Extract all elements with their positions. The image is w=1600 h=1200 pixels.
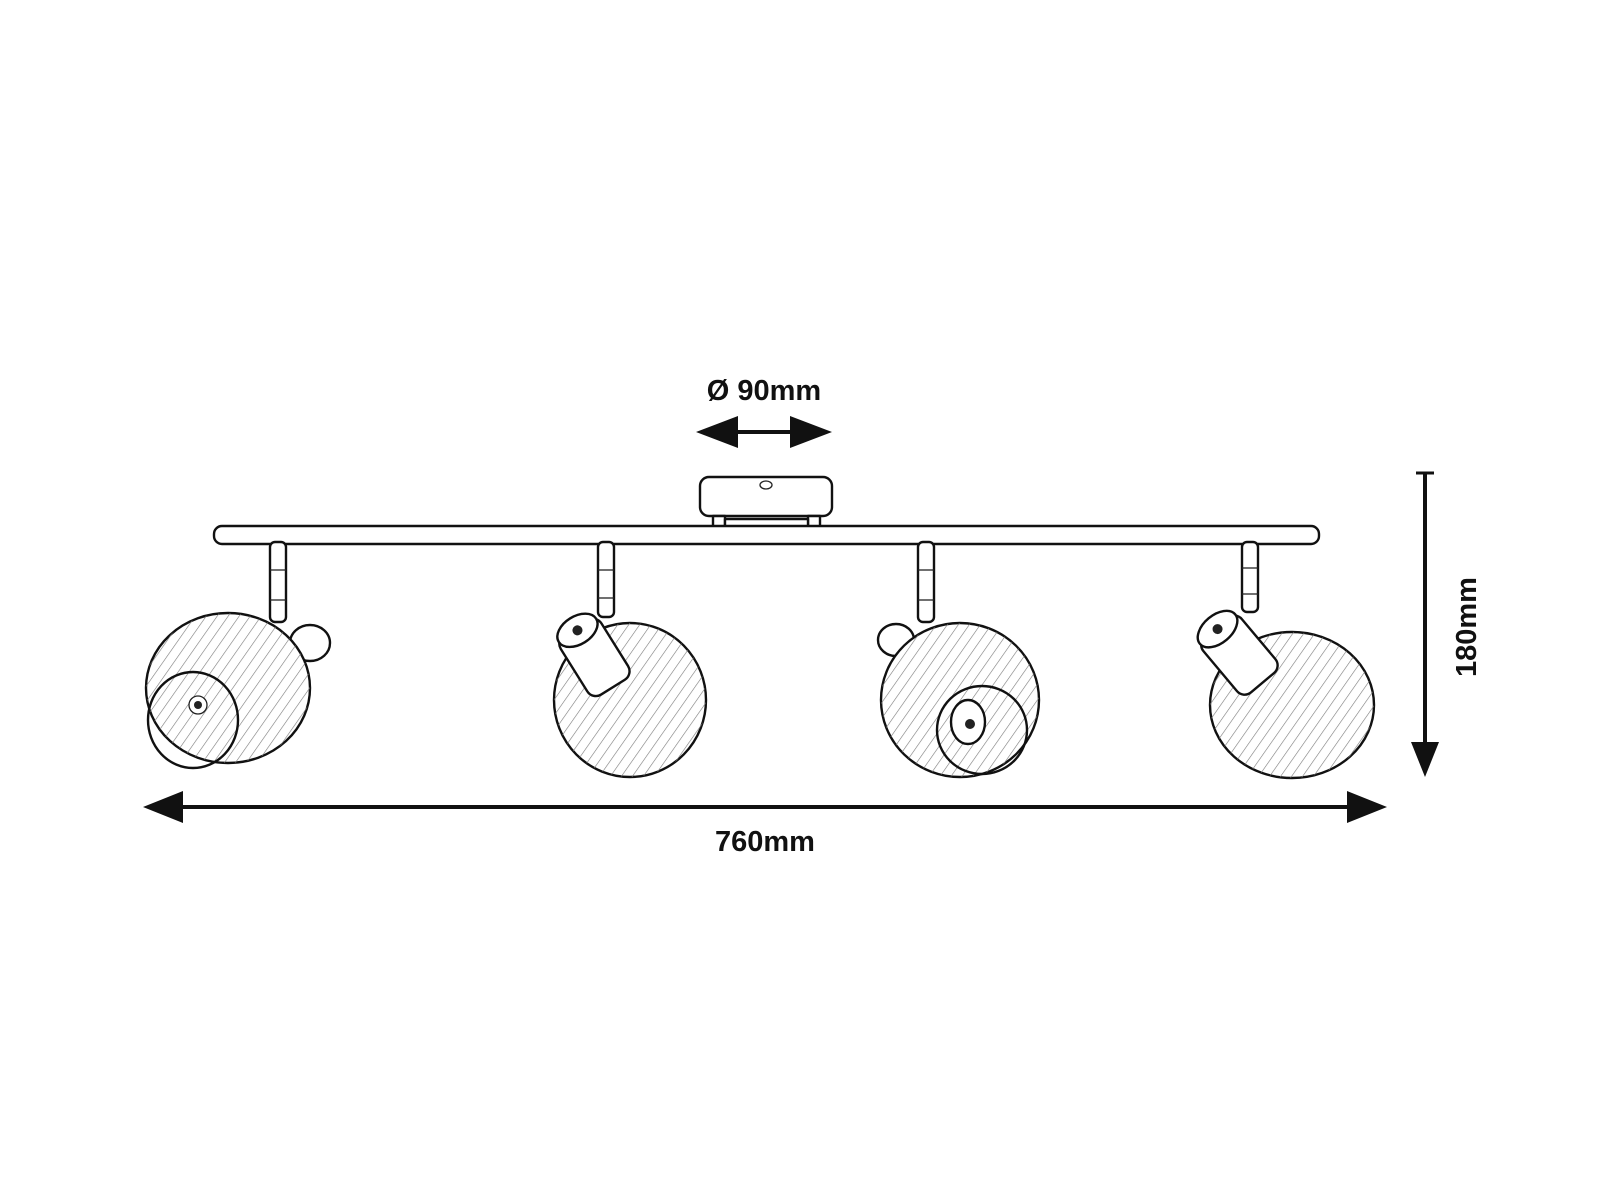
spotlight-2: [552, 540, 708, 779]
height-label: 180mm: [1451, 577, 1483, 677]
ceiling-canopy: [698, 475, 834, 533]
spotlight-3: [876, 540, 1041, 779]
width-arrow: [143, 791, 1387, 823]
diameter-dimension: Ø 90mm: [696, 375, 832, 448]
width-label: 760mm: [715, 826, 815, 858]
height-arrow: [1411, 471, 1439, 777]
width-dimension: 760mm: [143, 791, 1387, 858]
diameter-label: Ø 90mm: [707, 375, 821, 407]
diameter-arrow: [696, 416, 832, 448]
mounting-rail: [212, 524, 1321, 546]
spotlight-1: [144, 540, 332, 770]
spotlight-4: [1196, 540, 1376, 780]
height-dimension: 180mm: [1411, 471, 1483, 777]
